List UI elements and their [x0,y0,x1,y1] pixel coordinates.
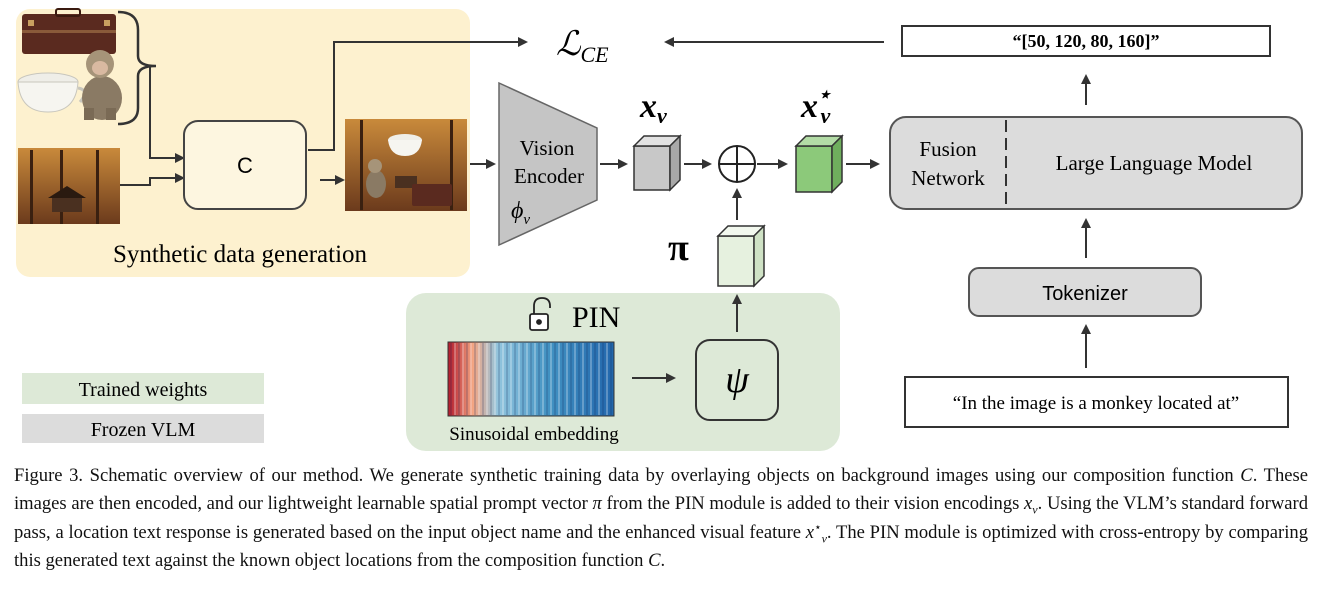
composition-box [183,120,307,210]
encoder-symbol: ϕv [511,198,530,228]
objects-brace [117,10,157,126]
llm-label: Large Language Model [1056,151,1253,175]
fusion-line1: Fusion [919,137,977,161]
sinusoidal-embedding [447,341,615,417]
method-diagram: C Synthetic data generation ℒCE “[50, 12… [16,8,1303,451]
tokenizer-box [968,267,1202,317]
prompt-box [904,376,1289,428]
sinusoidal-stripes [450,343,612,415]
composite-image [345,119,467,211]
psi-label: ψ [725,359,750,401]
legend-frozen-swatch [22,414,264,443]
figure-caption: Figure 3. Schematic overview of our meth… [14,465,1308,571]
embedding-label: Sinusoidal embedding [449,424,619,445]
legend-frozen-label: Frozen VLM [91,419,196,441]
tokenizer-label: Tokenizer [1042,283,1128,305]
fusion-line2: Network [911,166,985,190]
lock-icon [529,297,551,331]
xv-cube [632,134,682,192]
legend-trained-label: Trained weights [79,379,208,401]
prompt-text: “In the image is a monkey located at” [953,393,1239,414]
pi-cube [716,224,766,288]
encoder-line2: Encoder [514,164,584,188]
xv-label: xv [639,88,667,128]
psi-box [695,339,779,421]
suitcase-image [22,8,116,54]
synthetic-title: Synthetic data generation [113,241,368,268]
xv-star-cube [794,134,844,194]
output-box [901,25,1271,57]
pi-label: π [668,227,689,269]
monkey-image [82,50,122,120]
loss-label: ℒCE [556,26,609,67]
encoder-line1: Vision [520,136,575,160]
teacup-image [17,72,86,113]
pin-title: PIN [572,301,620,334]
add-operator [718,145,756,183]
arrow-composite-to-loss [308,37,528,151]
vision-encoder [498,81,598,247]
forest-background-image [18,148,120,224]
legend-trained-swatch [22,373,264,404]
arrow-objects-to-c [149,66,185,163]
composition-label: C [237,153,253,178]
output-text: “[50, 120, 80, 160]” [1013,31,1160,51]
xv-star-label: x⋆v [800,84,832,128]
arrow-background-to-c [120,173,185,186]
llm-box [889,116,1303,210]
